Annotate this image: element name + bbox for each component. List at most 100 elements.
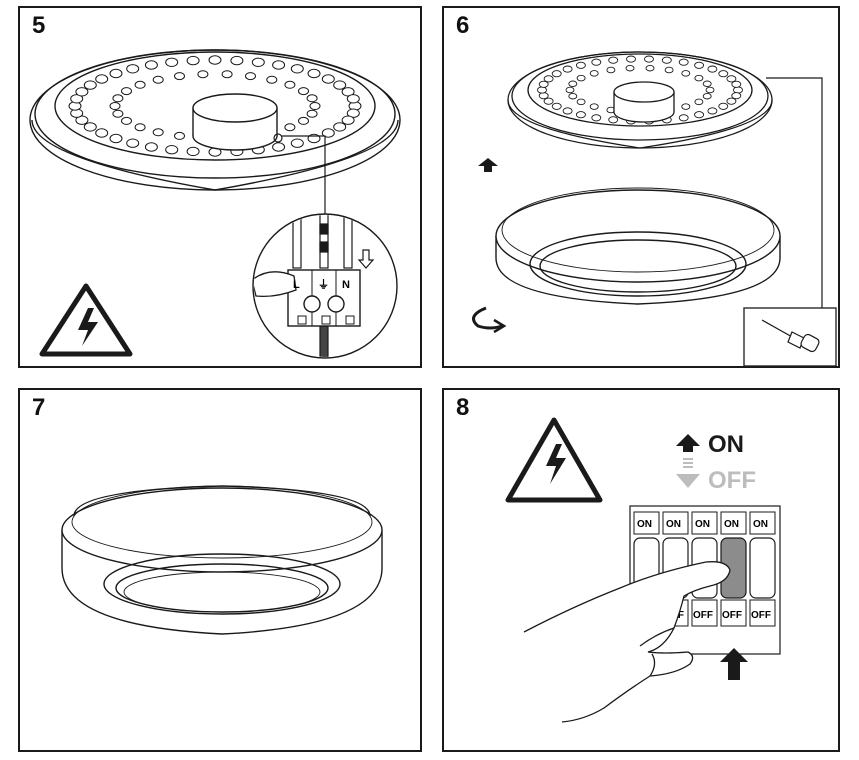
led-dot [75, 87, 89, 97]
led-dot [606, 66, 616, 74]
led-dot [307, 68, 321, 79]
led-dot [694, 61, 705, 69]
led-dot [152, 75, 164, 84]
led-dot [576, 74, 586, 82]
led-dot [290, 64, 304, 74]
switch-on-label: ON [724, 519, 739, 530]
panel-step-7: 7 [18, 388, 422, 752]
switch-on-label: ON [666, 519, 681, 530]
switch-off-label: OFF [751, 610, 771, 621]
led-dot [174, 131, 185, 140]
led-dot [731, 92, 742, 100]
led-dot [718, 70, 729, 78]
led-dot [134, 123, 146, 132]
panel-step-8: 8 ON OFF ONOFFONOFFONOFFONOFFONOFF [442, 388, 840, 752]
led-dot [112, 109, 124, 118]
breaker-switch[interactable]: ON OFF [749, 511, 776, 627]
step7-illustration [61, 485, 383, 635]
led-dot [568, 80, 578, 88]
hand-icon [523, 561, 731, 723]
led-dot [702, 80, 712, 88]
led-dot [589, 70, 599, 77]
led-dot [112, 94, 124, 103]
led-dot [726, 97, 737, 105]
led-dot [251, 57, 265, 67]
arrow-up-icon [720, 648, 748, 680]
step-number: 8 [456, 394, 470, 421]
led-dot [109, 133, 123, 144]
step-number: 7 [32, 394, 46, 421]
led-dot [625, 64, 635, 72]
led-dot [165, 145, 179, 155]
screwdriver-icon [761, 319, 820, 353]
led-dot [681, 70, 691, 77]
led-dot [152, 128, 164, 137]
led-dot [678, 114, 689, 122]
driver-dome [613, 81, 675, 123]
arrow-down-outline-icon [357, 249, 375, 269]
led-dot [551, 70, 562, 78]
terminal-label-neutral: N [342, 279, 350, 291]
panel-step-5: 5 [18, 6, 422, 368]
led-dot [626, 55, 636, 63]
led-dot [134, 80, 146, 89]
led-dot [644, 55, 654, 63]
led-dot [298, 87, 309, 96]
led-dot [95, 74, 109, 84]
led-dot [165, 57, 179, 67]
led-dot [346, 94, 360, 104]
step-number: 6 [456, 12, 470, 39]
led-dot [589, 103, 599, 110]
led-dot [298, 116, 309, 125]
led-dot [576, 98, 586, 106]
led-dot [272, 142, 286, 152]
led-dot [333, 122, 347, 132]
led-dot [83, 122, 97, 132]
led-dot [306, 109, 318, 118]
led-dot [266, 75, 278, 84]
led-dot [543, 75, 554, 83]
led-dot [208, 55, 222, 65]
led-dot [95, 128, 109, 138]
led-dot [230, 55, 244, 66]
electric-hazard-icon [39, 283, 133, 357]
leader-line [766, 77, 823, 308]
led-dot [702, 92, 712, 100]
led-dot [83, 80, 97, 90]
led-dot [309, 102, 321, 110]
led-dot [121, 116, 132, 125]
led-dot [705, 86, 715, 94]
led-dot [290, 138, 304, 148]
led-dot [608, 56, 619, 64]
led-dot [733, 86, 743, 94]
led-dot [538, 92, 549, 100]
switch-on-label: ON [753, 519, 768, 530]
led-dot [333, 80, 347, 90]
led-dot [284, 123, 296, 132]
arrow-down-icon [676, 458, 700, 488]
switch-on-label: ON [637, 519, 652, 530]
switch-off-label: OFF [693, 610, 713, 621]
led-dot [543, 97, 554, 105]
led-dot [575, 111, 586, 119]
led-dot [565, 86, 575, 94]
diffuser-cover [495, 187, 781, 305]
led-dot [562, 65, 573, 73]
led-dot [718, 102, 729, 110]
led-dot [109, 68, 123, 79]
led-dot [591, 114, 602, 122]
led-dot [197, 70, 209, 79]
terminal-detail: L ⏚ N [252, 213, 398, 359]
assembled-luminaire [61, 485, 383, 635]
led-dot [681, 103, 691, 110]
led-dot [186, 55, 200, 66]
led-dot [591, 58, 602, 66]
legend-on-label: ON [708, 431, 744, 458]
led-dot [221, 70, 233, 79]
led-dot [306, 94, 318, 103]
led-dot [568, 92, 578, 100]
led-dot [608, 116, 619, 124]
led-dot [321, 128, 335, 138]
led-base-plate [507, 51, 773, 149]
